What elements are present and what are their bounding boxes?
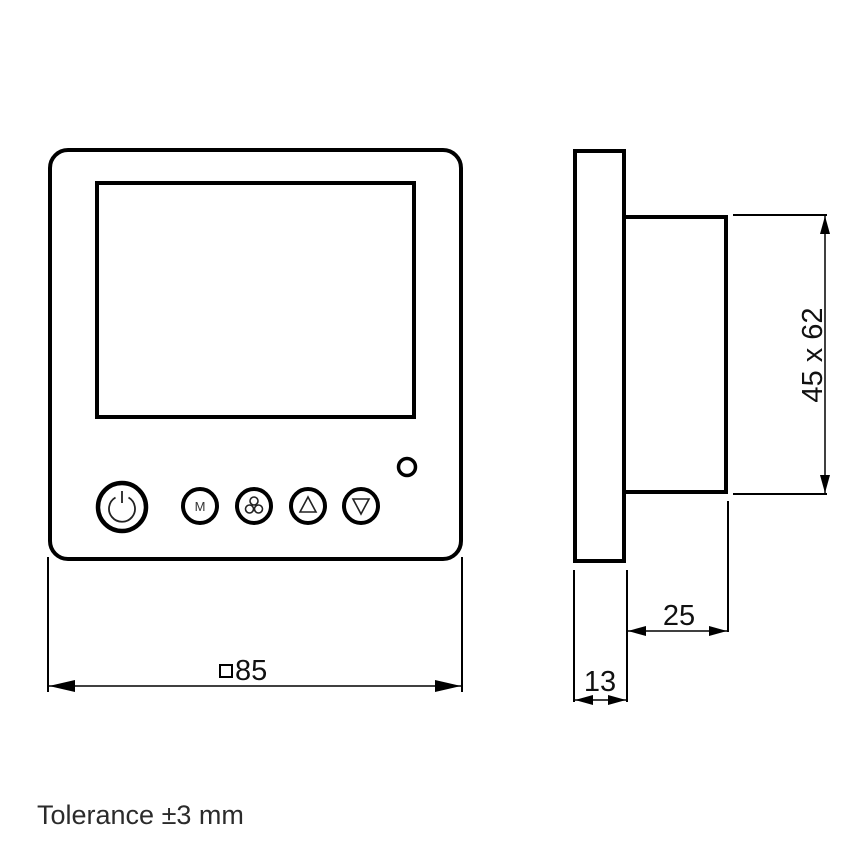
width-label: 85	[235, 655, 267, 687]
power-icon	[108, 491, 136, 523]
plate-depth-label: 13	[584, 666, 616, 698]
body-depth-label: 25	[663, 600, 695, 632]
mode-button: M	[181, 487, 219, 525]
fan-icon	[244, 496, 264, 514]
width-dimension: 85	[47, 557, 463, 692]
down-button	[342, 487, 380, 525]
display-screen	[95, 181, 416, 419]
thermostat-outline	[48, 148, 463, 561]
mounting-plate	[573, 149, 626, 563]
triangle-down-icon	[351, 498, 371, 516]
tolerance-note: Tolerance ±3 mm	[37, 800, 244, 830]
power-button	[95, 480, 149, 534]
rear-body	[624, 215, 728, 494]
body-depth-dimension: 25	[626, 501, 729, 702]
front-view: M 85	[47, 148, 463, 692]
side-view: 45 x 62 25 13	[573, 149, 830, 705]
body-size-dimension: 45 x 62	[733, 214, 830, 495]
led-indicator	[396, 456, 418, 478]
mode-icon: M	[195, 499, 206, 514]
square-symbol	[219, 664, 233, 678]
fan-button	[235, 487, 273, 525]
plate-depth-dimension: 13	[573, 570, 626, 705]
up-button	[289, 487, 327, 525]
triangle-up-icon	[298, 495, 318, 513]
body-size-label: 45 x 62	[797, 307, 829, 402]
